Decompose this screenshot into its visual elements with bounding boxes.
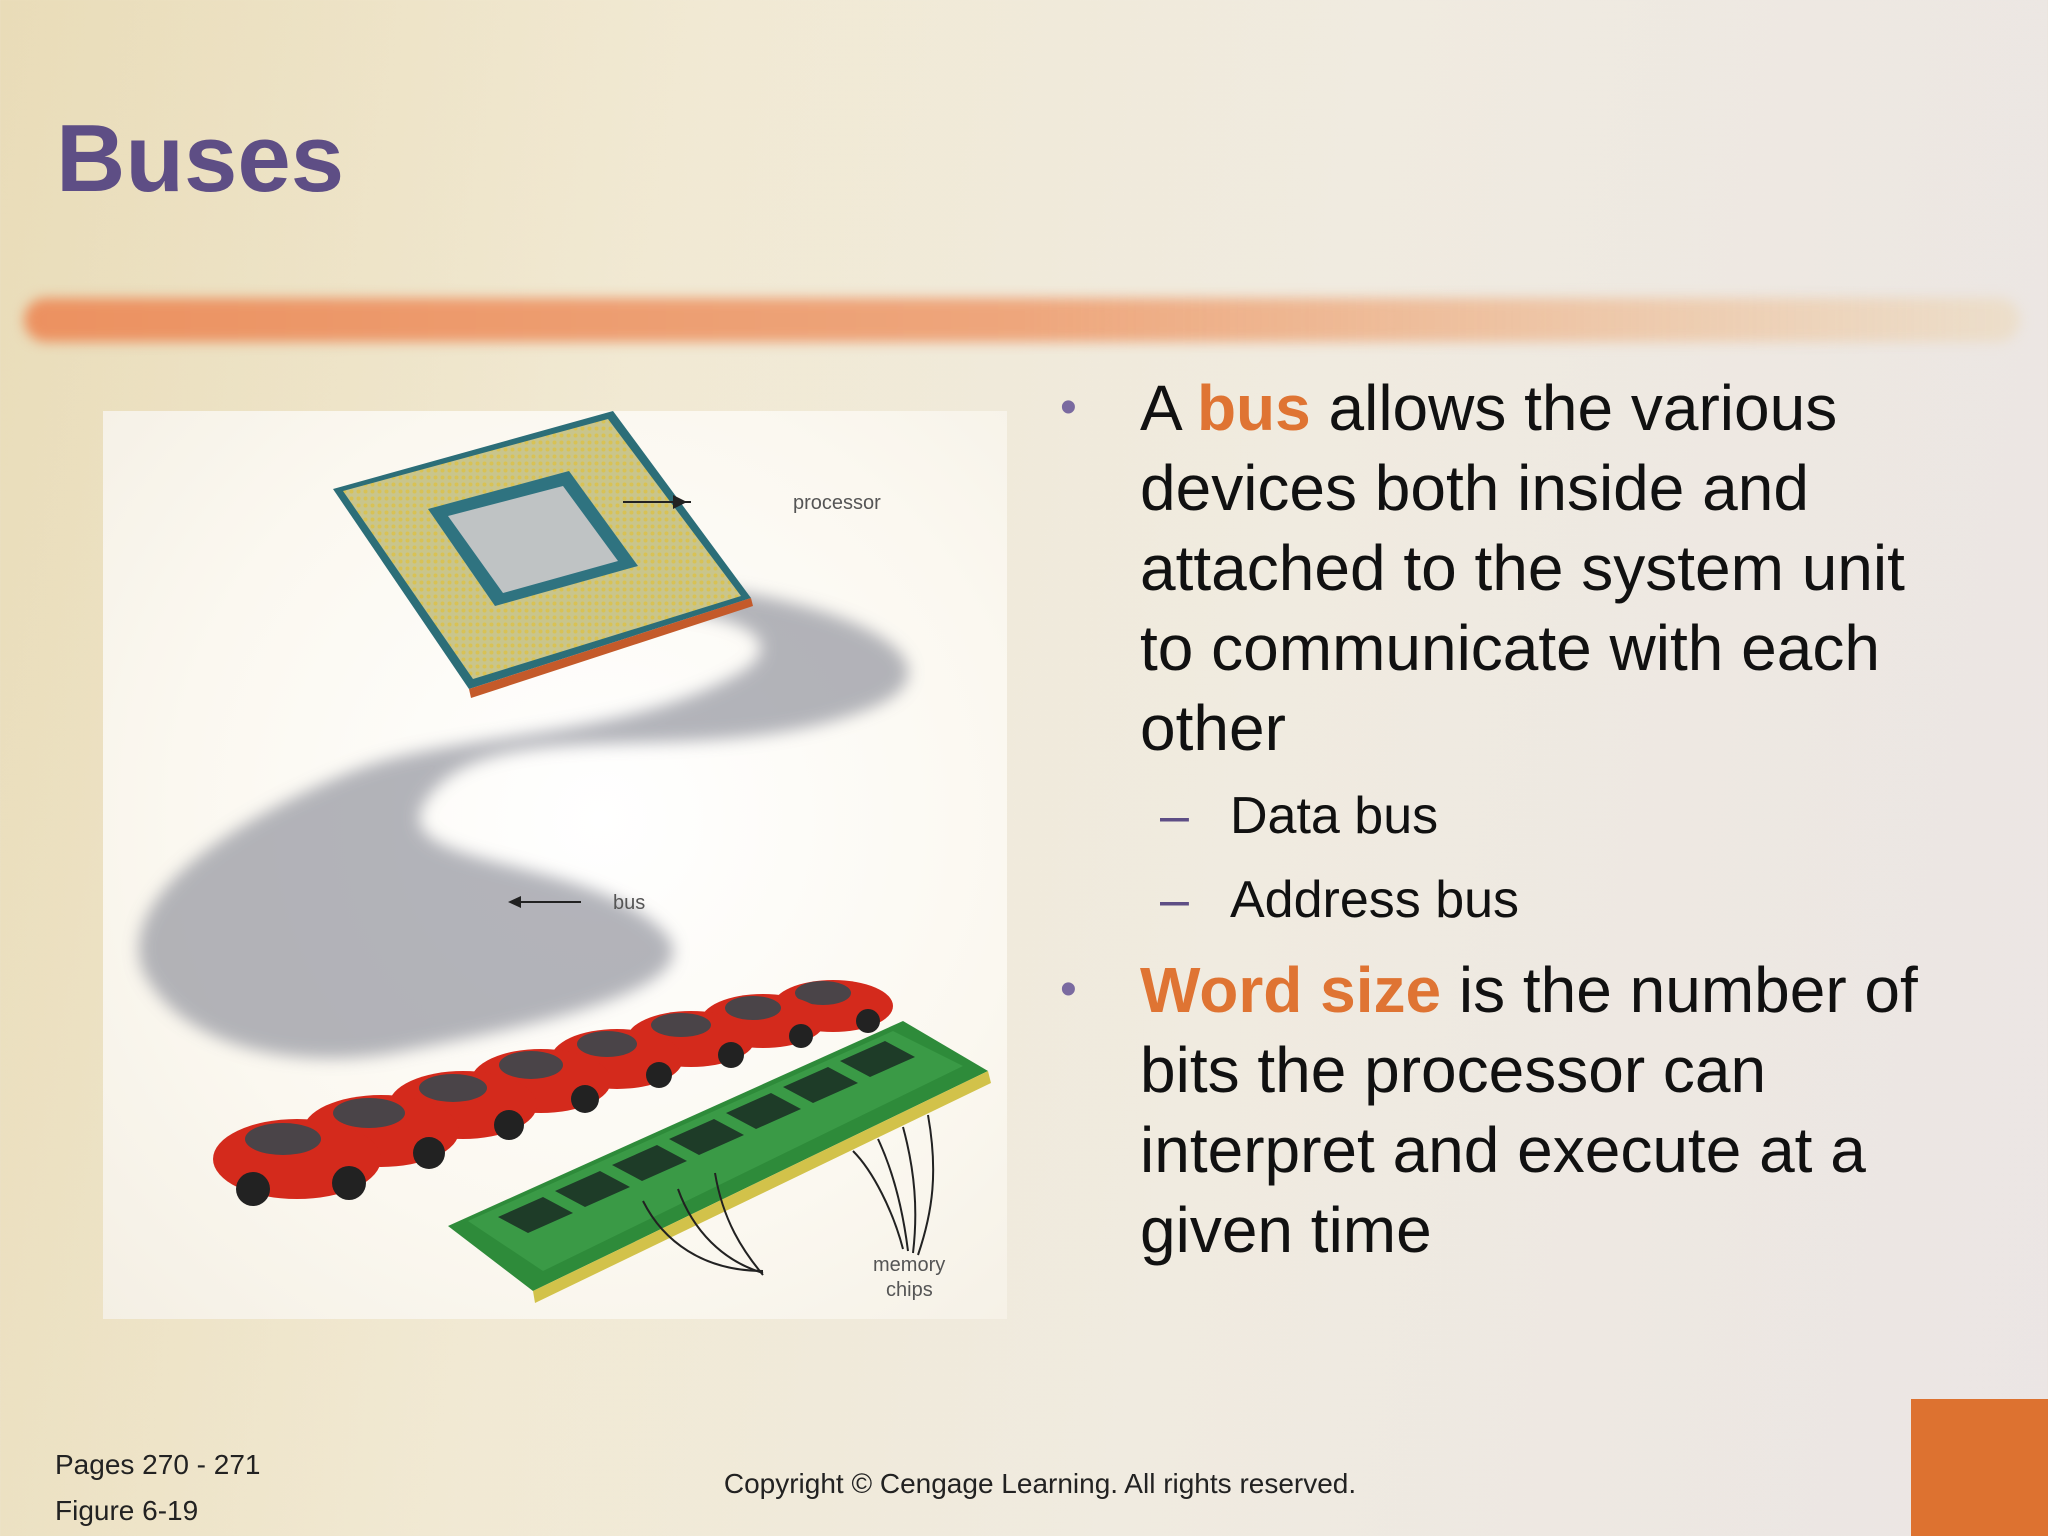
bus-figure: processor bus memory chips	[103, 411, 1007, 1319]
label-arrows	[508, 495, 935, 1276]
bullet-icon: •	[1060, 963, 1077, 1016]
bullet-bus: • A bus allows the various devices both …	[1060, 368, 1960, 768]
figure-text: Figure 6-19	[55, 1495, 199, 1526]
bus-illustration: processor bus memory chips	[138, 411, 991, 1303]
processor-chip	[333, 411, 753, 698]
sub-bullet-data-bus: – Data bus	[1060, 774, 1960, 858]
memory-chips-label-line2: chips	[886, 1279, 933, 1301]
slide-content: • A bus allows the various devices both …	[1060, 368, 1960, 1270]
pages-text: Pages 270 - 271	[55, 1449, 261, 1480]
processor-label: processor	[793, 492, 881, 514]
bullet-word-size: • Word size is the number of bits the pr…	[1060, 950, 1960, 1270]
page-reference: Pages 270 - 271 Figure 6-19	[55, 1442, 261, 1534]
title-stripe	[24, 298, 2020, 342]
bullet-icon: •	[1060, 381, 1077, 434]
term-word-size: Word size	[1140, 954, 1442, 1026]
bullet-prefix: A	[1140, 372, 1197, 444]
dash-icon: –	[1160, 787, 1189, 845]
term-bus: bus	[1196, 372, 1311, 444]
memory-module	[448, 1021, 991, 1303]
copyright-text: Copyright © Cengage Learning. All rights…	[723, 1468, 1357, 1499]
cars-illustration	[213, 980, 893, 1206]
dash-icon: –	[1160, 871, 1189, 929]
sub-bullet-address-bus: – Address bus	[1060, 858, 1960, 942]
slide-title: Buses	[56, 105, 345, 212]
bus-label: bus	[613, 892, 645, 914]
bullet-text: is the number of bits the processor can …	[1140, 954, 1918, 1266]
memory-chips-label-line1: memory	[873, 1254, 945, 1276]
corner-accent	[1911, 1399, 2048, 1536]
bus-shadow	[138, 578, 909, 1059]
sub-bullet-text: Data bus	[1230, 787, 1439, 845]
sub-bullet-text: Address bus	[1230, 871, 1520, 929]
bullet-text: allows the various devices both inside a…	[1140, 372, 1905, 764]
